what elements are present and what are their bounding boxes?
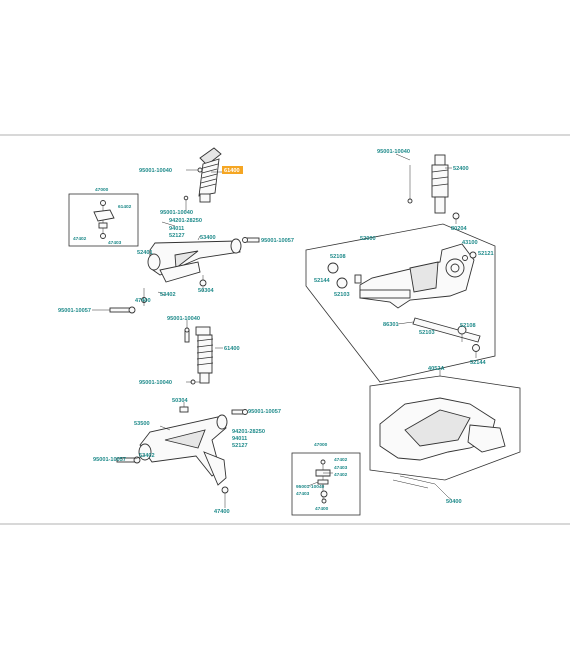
part-label: 86301 xyxy=(383,322,399,328)
part-label: 50400 xyxy=(446,499,462,505)
part-label: 94011 xyxy=(232,436,247,442)
part-label: 95001-10040 xyxy=(139,380,172,386)
part-label: 52127 xyxy=(169,233,185,239)
part-label: 52103 xyxy=(334,292,350,298)
part-labels: 95001-10040 61400 95001-10040 47000 6140… xyxy=(58,149,494,515)
part-label: 52144 xyxy=(470,360,486,366)
part-label: 47402 xyxy=(334,472,348,478)
lower-shock-absorber xyxy=(195,326,214,384)
rear-shock-absorber xyxy=(431,154,460,220)
part-label: 50304 xyxy=(172,398,188,404)
part-label: 53402 xyxy=(160,292,176,298)
part-label: 52103 xyxy=(419,330,435,336)
part-label: 95001-10040 xyxy=(160,210,193,216)
inset-box-bottom xyxy=(291,452,361,516)
part-label: 53400 xyxy=(200,235,216,241)
part-label: 47403 xyxy=(108,240,122,246)
leader-lines xyxy=(92,153,477,508)
lower-arm-bolts xyxy=(116,409,248,464)
upper-shock-absorber xyxy=(198,147,222,203)
part-label: 47403 xyxy=(296,491,310,497)
part-label: 53500 xyxy=(134,421,150,427)
part-label: 53402 xyxy=(139,453,155,459)
lower-a-arm xyxy=(138,414,229,500)
frame-guard-bolts xyxy=(392,475,449,498)
frame-guard xyxy=(379,397,506,461)
upper-arm-bolt-right xyxy=(242,237,260,243)
part-label: 47000 xyxy=(314,442,328,448)
part-label: 94201-28250 xyxy=(169,218,202,224)
part-label: 95001-10057 xyxy=(58,308,91,314)
part-label: 43100 xyxy=(462,240,478,246)
swing-arm xyxy=(359,243,475,309)
upper-a-arm xyxy=(147,238,242,287)
part-label: 47400 xyxy=(315,506,329,512)
inset-left-parts xyxy=(93,200,115,239)
part-label: 47000 xyxy=(95,187,109,193)
swing-arm-box xyxy=(305,223,496,383)
part-label: 52000 xyxy=(360,236,376,242)
part-label: 80204 xyxy=(451,226,467,232)
part-label: 95001-10057 xyxy=(261,238,294,244)
part-label: 95001-10040 xyxy=(167,316,200,322)
part-label: 52127 xyxy=(232,443,248,449)
pivot-shaft xyxy=(412,317,481,352)
swing-arm-bushings xyxy=(327,251,477,289)
part-label: 47400 xyxy=(214,509,230,515)
part-label-highlighted: 61400 xyxy=(224,168,240,174)
part-label: 52401 xyxy=(137,250,153,256)
part-label: 61402 xyxy=(118,204,132,210)
inset-bottom-parts xyxy=(315,459,331,504)
inset-box-left xyxy=(68,193,139,247)
part-label: 94201-28250 xyxy=(232,429,265,435)
part-label: 95001-10057 xyxy=(93,457,126,463)
part-label: 47402 xyxy=(334,457,348,463)
part-label: 52400 xyxy=(453,166,469,172)
lower-shock-bolts xyxy=(179,327,200,413)
part-label: 52108 xyxy=(460,323,476,329)
part-label: 95001-10057 xyxy=(248,409,281,415)
part-label: 61400 xyxy=(224,346,240,352)
upper-shock-bolt xyxy=(183,167,203,206)
part-label: 50304 xyxy=(198,288,214,294)
part-label: 4052A xyxy=(428,366,444,372)
part-label: 94011 xyxy=(169,226,184,232)
part-label: 47402 xyxy=(73,236,87,242)
part-label: 52108 xyxy=(330,254,346,260)
upper-arm-bolt-left xyxy=(109,288,147,314)
part-label: 95001-10040 xyxy=(139,168,172,174)
part-label: 47403 xyxy=(334,465,348,471)
part-label: 47400 xyxy=(135,298,151,304)
part-label: 52121 xyxy=(478,251,494,257)
highlight-box xyxy=(222,166,243,174)
rear-shock-bolt xyxy=(407,165,413,204)
part-label: 95001-10040 xyxy=(296,484,325,490)
part-label: 52144 xyxy=(314,278,330,284)
part-label: 95001-10040 xyxy=(377,149,410,155)
